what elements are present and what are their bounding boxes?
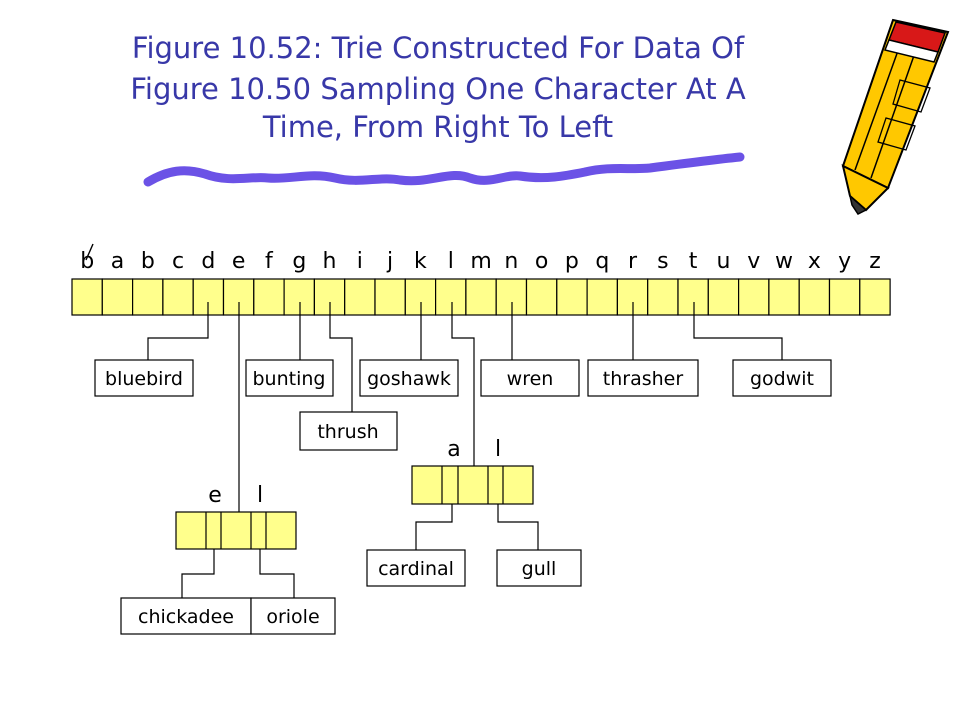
word-thrasher: thrasher	[603, 368, 684, 390]
root-cell-14	[495, 278, 528, 316]
root-letter-24: x	[808, 249, 821, 274]
word-godwit: godwit	[750, 368, 814, 390]
letter-b-slash	[85, 243, 94, 261]
leaf-goshawk: goshawk	[359, 359, 459, 397]
root-cell-3	[162, 278, 194, 316]
node-el-label-l: l	[257, 483, 263, 508]
edge-i-thrush	[329, 302, 353, 412]
root-letter-17: q	[595, 249, 609, 274]
root-letter-0: b	[80, 249, 94, 274]
root-letter-23: w	[775, 249, 793, 274]
root-cell-0	[71, 278, 103, 316]
leaf-gull: gull	[496, 549, 582, 587]
root-letter-19: s	[657, 249, 668, 274]
root-letter-26: z	[869, 249, 881, 274]
root-letter-2: b	[141, 249, 155, 274]
root-cell-22	[737, 278, 770, 316]
word-oriole: oriole	[266, 606, 319, 628]
edge-u-godwit	[693, 302, 783, 360]
leaf-thrasher: thrasher	[587, 359, 699, 397]
leaf-bunting: bunting	[245, 359, 334, 397]
edge-e-chickadee	[181, 528, 215, 598]
root-node-array	[71, 278, 891, 316]
title-line-1: Figure 10.52: Trie Constructed For Data …	[132, 31, 745, 65]
root-letter-18: r	[628, 249, 638, 274]
root-cell-10	[374, 278, 406, 316]
node-el: e l	[175, 483, 297, 550]
root-cell-6	[253, 278, 285, 316]
root-cell-24	[798, 278, 831, 316]
root-letter-11: k	[414, 249, 427, 274]
leaf-godwit: godwit	[732, 359, 832, 397]
root-cell-19	[647, 278, 679, 316]
pencil-icon	[841, 18, 950, 215]
root-cell-17	[586, 278, 618, 316]
root-cell-20	[677, 278, 709, 316]
leaf-bluebird: bluebird	[94, 359, 194, 397]
word-bunting: bunting	[253, 368, 326, 390]
root-letter-5: e	[232, 249, 246, 274]
root-cell-23	[768, 278, 800, 316]
root-letter-12: l	[448, 249, 454, 274]
title-line-2: Figure 10.50 Sampling One Character At A	[130, 72, 746, 106]
title-underline-swash	[143, 152, 745, 187]
root-letter-20: t	[689, 249, 698, 274]
root-cell-12	[435, 278, 467, 316]
root-cell-26	[859, 278, 891, 316]
root-cell-15	[525, 278, 558, 316]
leaf-chickadee: chickadee	[120, 597, 252, 635]
node-al-label-a: a	[447, 437, 460, 462]
node-al: a l	[411, 437, 534, 505]
leaf-cardinal: cardinal	[366, 549, 466, 587]
root-letter-14: n	[504, 249, 518, 274]
root-cell-21	[707, 278, 740, 316]
root-letter-7: g	[292, 249, 306, 274]
root-cell-25	[828, 278, 861, 316]
root-cell-2	[132, 278, 164, 316]
node-al-label-l: l	[495, 437, 501, 462]
leaf-wren: wren	[480, 359, 580, 397]
root-cell-1	[101, 278, 134, 316]
title-line-3: Time, From Right To Left	[262, 110, 613, 144]
root-cell-7	[283, 278, 316, 316]
root-letter-6: f	[265, 249, 274, 274]
node-el-label-e: e	[208, 483, 222, 508]
root-letter-15: o	[535, 249, 548, 274]
leaf-oriole: oriole	[250, 597, 336, 635]
edge-l-oriole	[259, 528, 295, 598]
root-letter-3: c	[172, 249, 184, 274]
root-letter-8: h	[323, 249, 337, 274]
root-letter-25: y	[838, 249, 851, 274]
edge-e-bluebird	[147, 302, 209, 360]
root-letter-9: i	[357, 249, 363, 274]
word-wren: wren	[507, 368, 554, 390]
root-letter-22: v	[747, 249, 760, 274]
root-letter-4: d	[201, 249, 215, 274]
root-letter-10: j	[386, 249, 393, 274]
root-letter-1: a	[111, 249, 124, 274]
word-chickadee: chickadee	[138, 606, 234, 628]
leaf-thrush: thrush	[299, 411, 398, 451]
root-letter-21: u	[717, 249, 731, 274]
root-cell-16	[556, 278, 588, 316]
root-cell-9	[344, 278, 376, 316]
word-cardinal: cardinal	[378, 558, 454, 580]
word-goshawk: goshawk	[367, 368, 451, 390]
root-letter-13: m	[470, 249, 491, 274]
edge-m-node-al	[451, 302, 475, 466]
word-gull: gull	[522, 558, 557, 580]
root-letter-16: p	[565, 249, 579, 274]
root-cell-13	[465, 278, 497, 316]
word-thrush: thrush	[317, 421, 378, 443]
word-bluebird: bluebird	[105, 368, 183, 390]
